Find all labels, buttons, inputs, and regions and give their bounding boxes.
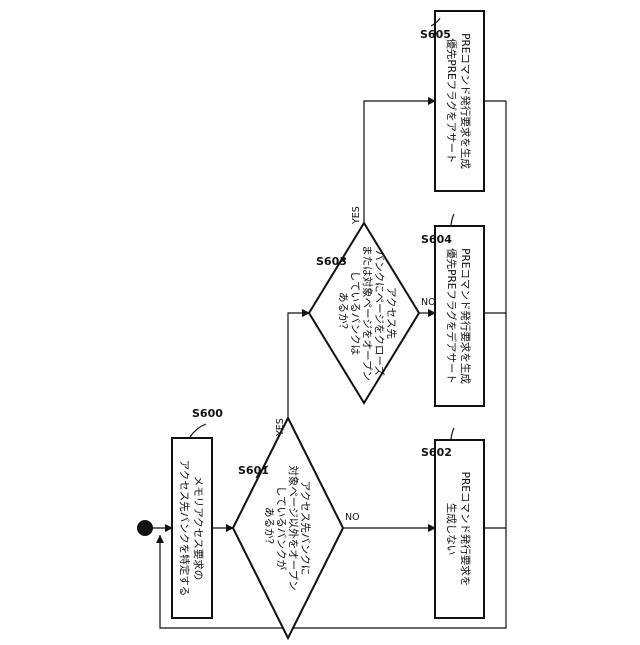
- start-node: [137, 520, 153, 536]
- edge-s601-s603: [288, 313, 309, 418]
- step-s603: アクセス先 バンクにページをクローズ または対象ページをオープン しているバンク…: [309, 206, 436, 403]
- s601-line-1: アクセス先バンクに: [299, 481, 311, 576]
- s602-label: S602: [421, 446, 452, 459]
- s602-line-1: PREコマンド発行要求を: [459, 472, 472, 587]
- s603-yes-label: YES: [351, 206, 362, 225]
- s603-label: S603: [316, 255, 347, 268]
- s601-line-2: 対象ページ以外をオープン: [287, 465, 300, 590]
- s601-yes-label: YES: [275, 418, 286, 437]
- s601-no-label: NO: [345, 512, 360, 523]
- s603-line-1: アクセス先: [385, 287, 397, 339]
- s601-line-4: あるか？: [263, 507, 275, 549]
- s603-no-label: NO: [421, 297, 436, 308]
- step-s600: メモリアクセス要求の アクセス先バンクを特定する S600: [172, 407, 223, 618]
- s602-line-2: 生成しない: [445, 503, 458, 556]
- s604-line-2: 優先PREフラグをデアサート: [445, 248, 458, 384]
- s603-line-3: または対象ページをオープン: [361, 245, 374, 381]
- s605-line-2: 優先PREフラグをアサート: [445, 38, 458, 163]
- s600-line-2: アクセス先バンクを特定する: [178, 460, 191, 597]
- step-s601: アクセス先バンクに 対象ページ以外をオープン しているバンクが あるか？ S60…: [233, 418, 360, 638]
- s603-line-5: あるか？: [337, 292, 349, 334]
- merge-arrow-head: [156, 535, 164, 543]
- s604-label: S604: [421, 233, 452, 246]
- s605-line-1: PREコマンド発行要求を生成: [459, 33, 472, 169]
- s603-line-2: バンクにページをクローズ: [373, 250, 386, 376]
- step-s602: PREコマンド発行要求を 生成しない S602: [421, 428, 484, 618]
- s605-label: S605: [420, 28, 451, 41]
- s601-label: S601: [238, 464, 269, 477]
- step-s604: PREコマンド発行要求を生成 優先PREフラグをデアサート S604: [421, 214, 484, 406]
- s603-line-4: しているバンクは: [349, 271, 361, 355]
- s604-line-1: PREコマンド発行要求を生成: [459, 248, 472, 384]
- edge-s603-s605: [364, 101, 435, 223]
- s600-label: S600: [192, 407, 223, 420]
- s601-line-3: しているバンクが: [275, 486, 288, 571]
- s600-line-1: メモリアクセス要求の: [192, 476, 204, 580]
